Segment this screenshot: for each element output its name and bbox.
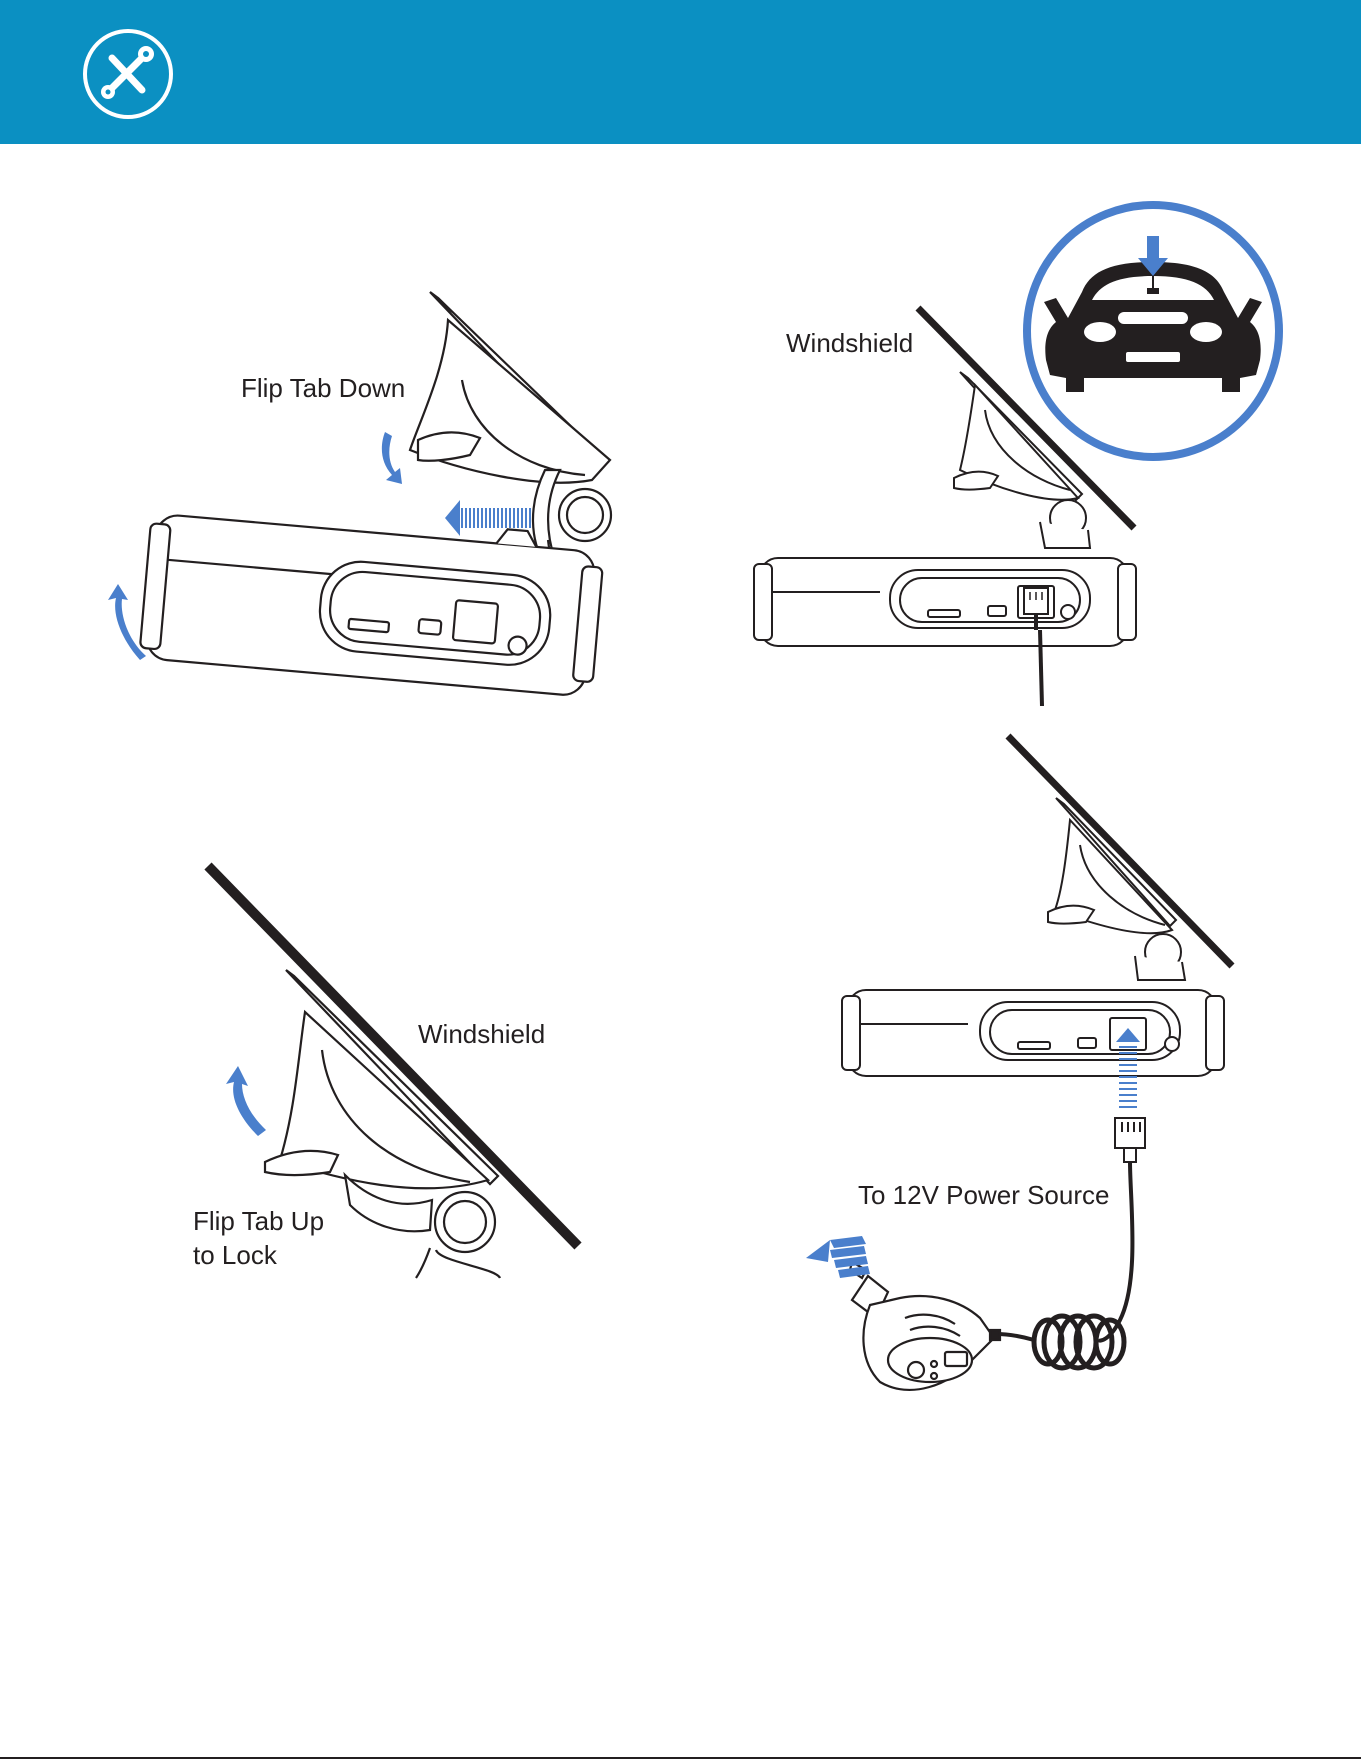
footer-rule xyxy=(0,1757,1361,1759)
rj-plug xyxy=(1115,1118,1145,1162)
detector-body-step4 xyxy=(842,990,1224,1076)
mount-step4 xyxy=(1048,798,1185,980)
coiled-cord xyxy=(1034,1316,1124,1368)
cigarette-adapter xyxy=(850,1262,1000,1390)
power-arrow-icon xyxy=(806,1236,870,1278)
power-cable xyxy=(1098,1162,1133,1341)
windshield-line-step4 xyxy=(1008,736,1232,966)
